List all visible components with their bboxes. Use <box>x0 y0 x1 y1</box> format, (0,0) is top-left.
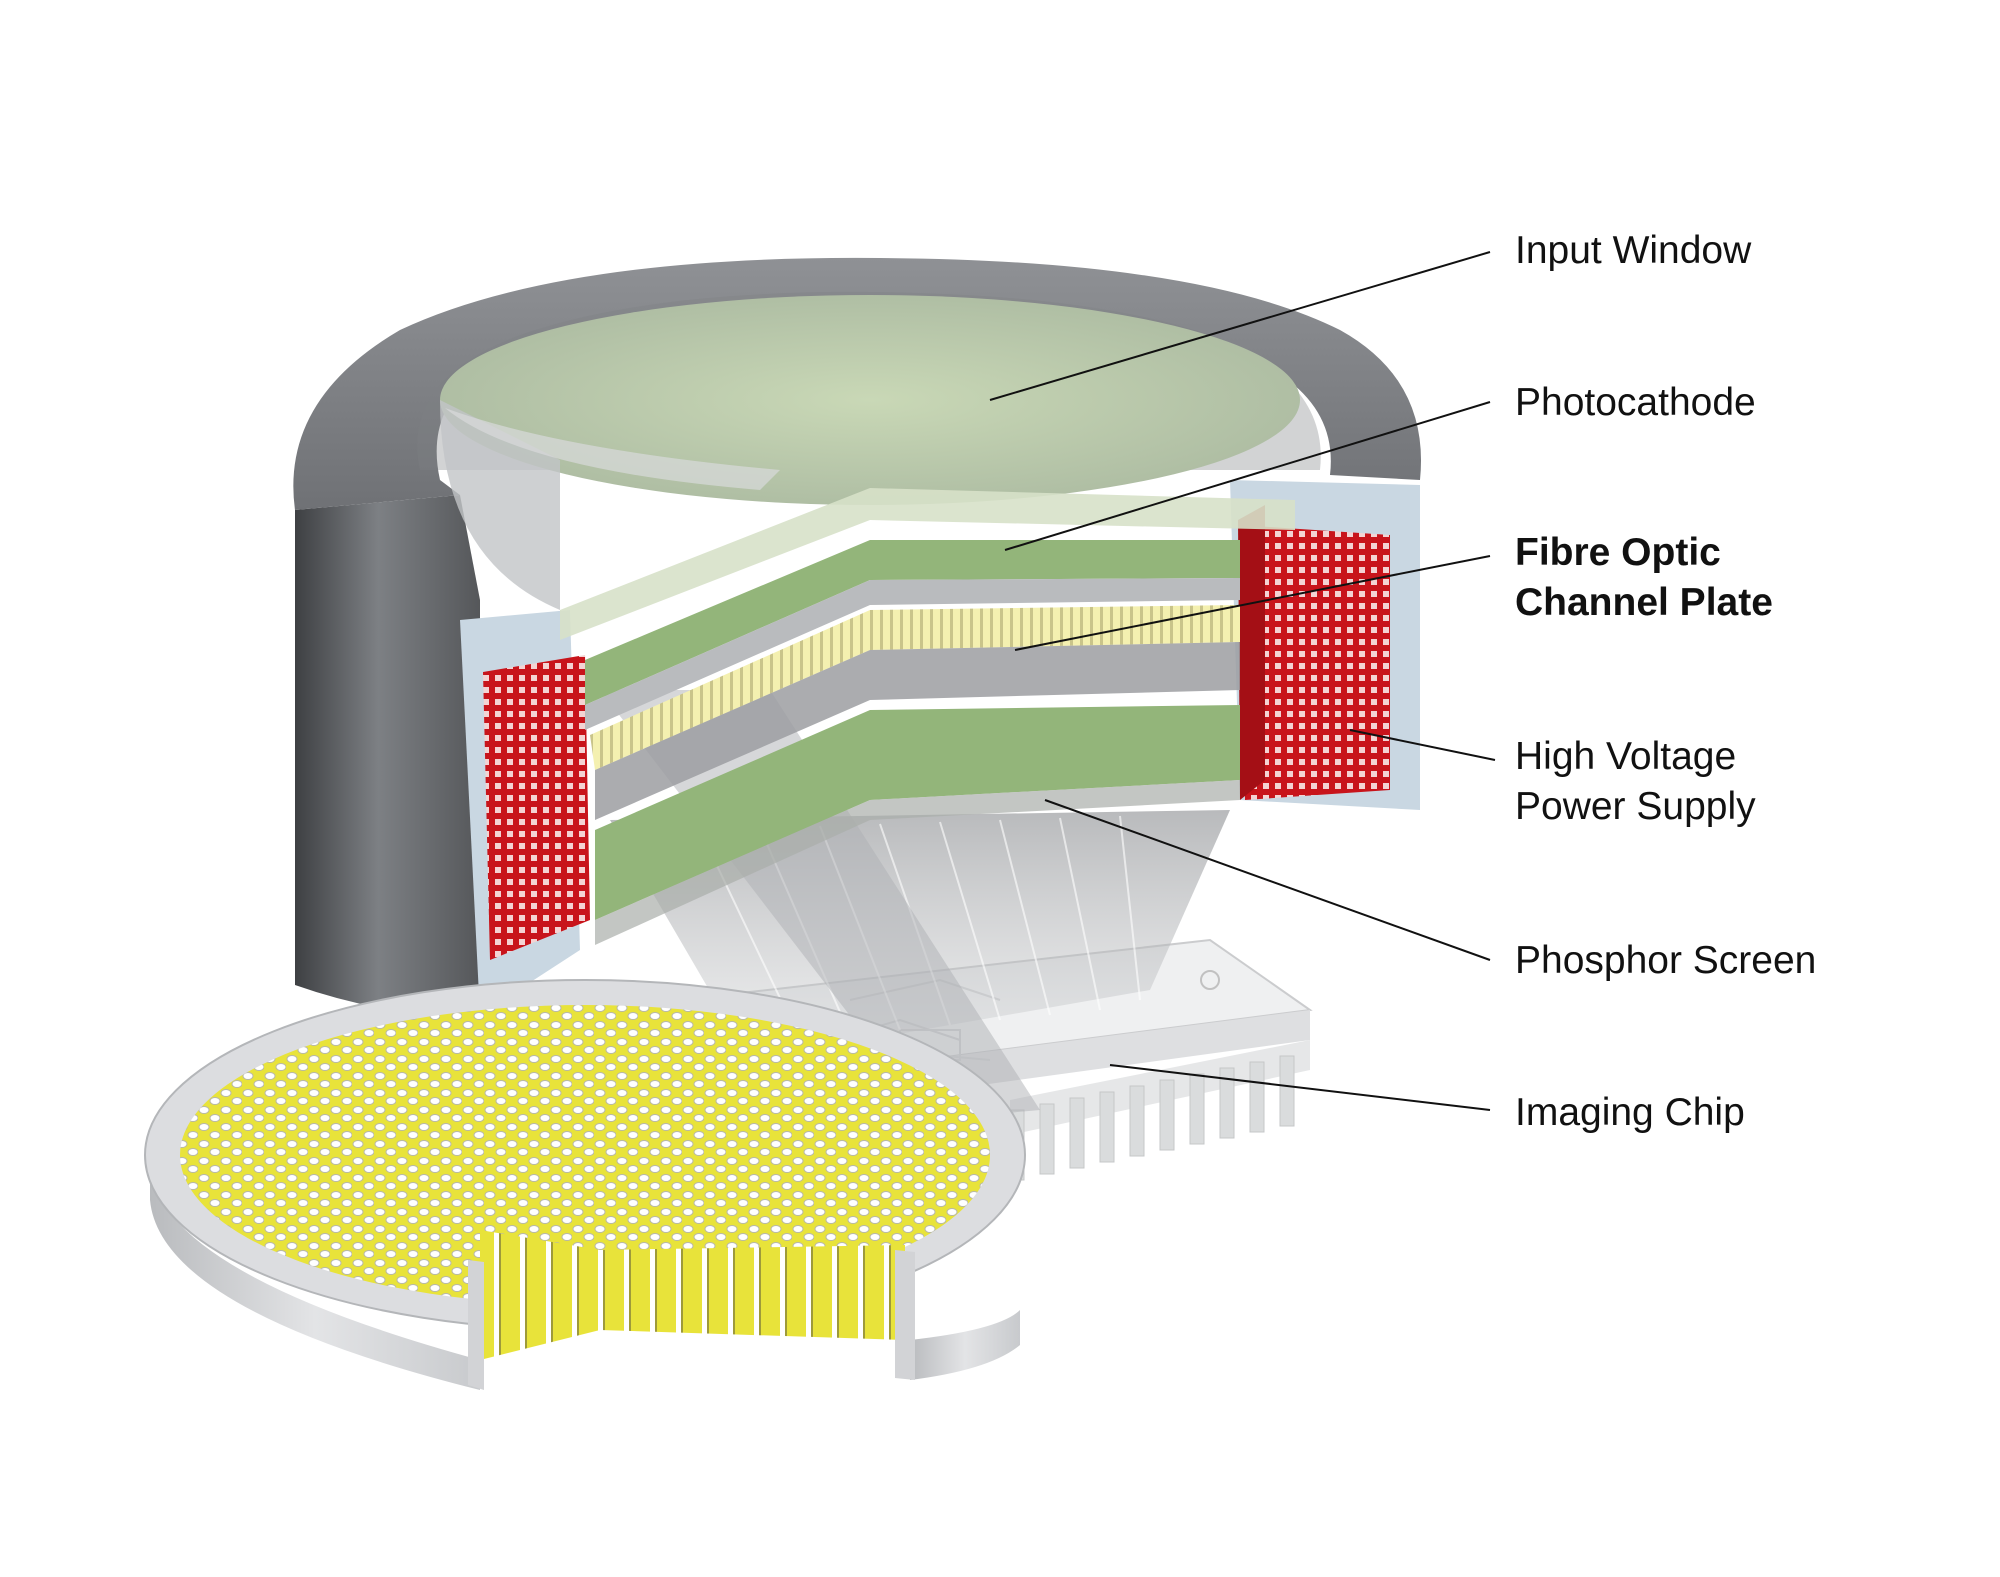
input-window <box>440 295 1300 610</box>
power-supply-leader <box>1349 729 1496 761</box>
leader-lines <box>989 251 1496 1111</box>
photocathode-layer <box>585 540 1240 705</box>
fibre-optic-leader <box>1014 555 1491 651</box>
label-phosphor-screen: Phosphor Screen <box>1515 939 1817 982</box>
input-window-leader <box>989 251 1491 401</box>
photocathode-leader <box>1004 401 1491 551</box>
label-high-voltage-power-supply: High Voltage Power Supply <box>1515 735 1756 828</box>
right-cut-face <box>1230 480 1420 810</box>
phosphor-screen-leader <box>1044 799 1491 961</box>
label-imaging-chip: Imaging Chip <box>1515 1091 1745 1134</box>
fibre-optic-layer <box>590 605 1240 770</box>
label-input-window: Input Window <box>1515 229 1752 272</box>
phosphor-screen-layer <box>595 705 1240 920</box>
layer-stack <box>560 488 1295 945</box>
left-power-supply <box>483 655 590 960</box>
imaging-chip-leader <box>1109 1064 1491 1111</box>
left-cut-face <box>460 610 590 1015</box>
fibre-optic-channel-plate-disc <box>144 979 1026 1390</box>
label-fibre-optic-channel-plate: Fibre Optic Channel Plate <box>1515 531 1773 624</box>
label-photocathode: Photocathode <box>1515 381 1756 424</box>
